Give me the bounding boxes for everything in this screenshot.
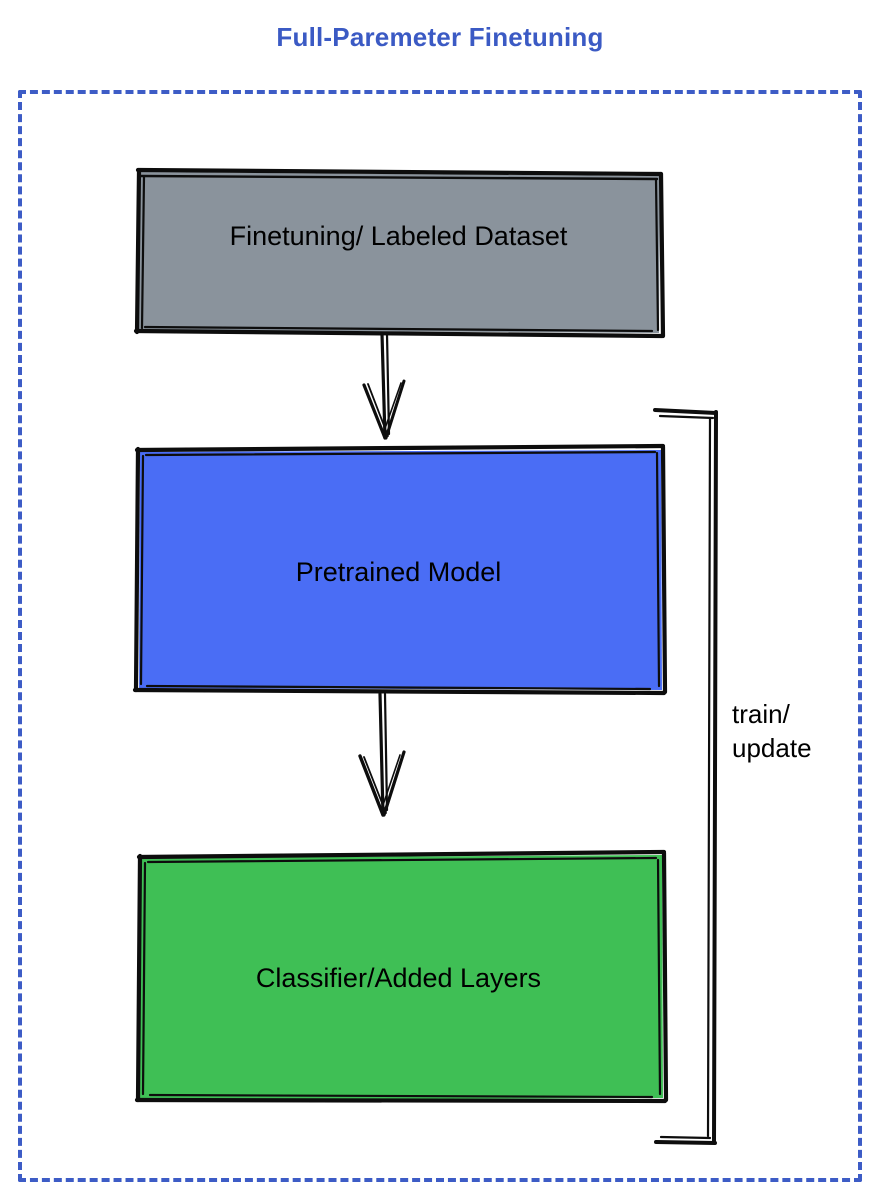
feedback-loop-label: train/ update: [732, 699, 812, 764]
page-title: Full-Paremeter Finetuning: [276, 22, 604, 52]
node-pretrained-label: Pretrained Model: [295, 557, 502, 587]
node-classifier-label: Classifier/Added Layers: [255, 963, 542, 993]
diagram-dashed-frame: [18, 90, 862, 1182]
node-dataset-label: Finetuning/ Labeled Dataset: [229, 221, 568, 251]
